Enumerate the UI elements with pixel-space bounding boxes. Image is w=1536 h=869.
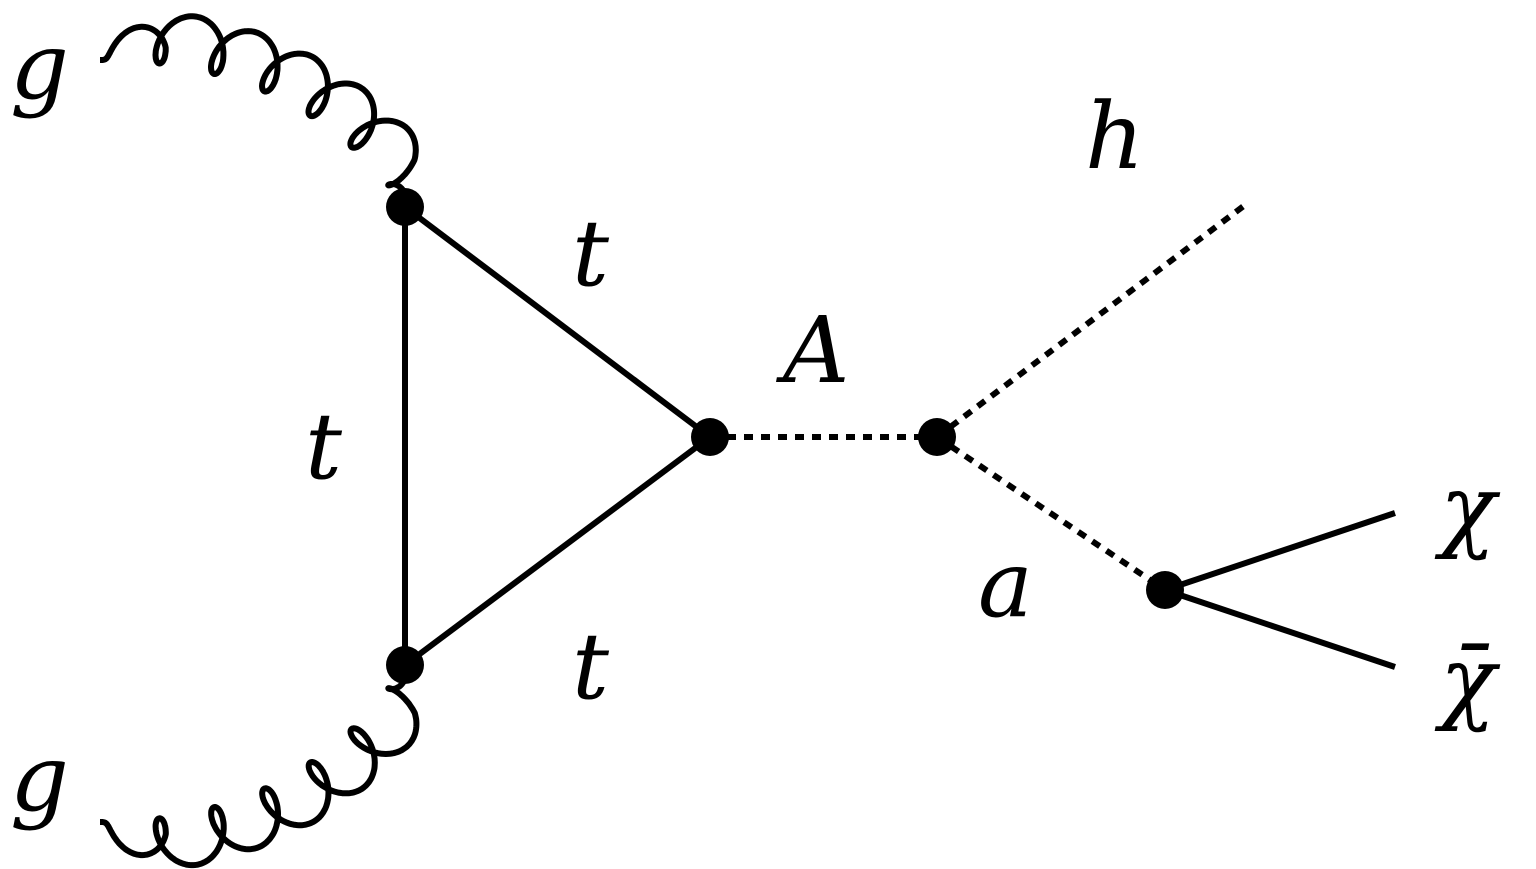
chibar-line xyxy=(1164,587,1396,670)
vertex-a-decay xyxy=(1146,571,1184,609)
label-A: A xyxy=(775,297,849,404)
label-top-upper: t xyxy=(572,200,610,307)
label-a: a xyxy=(978,531,1033,638)
chi-line xyxy=(1164,510,1396,593)
label-chi: χ xyxy=(1434,455,1501,562)
top-propagator-upper xyxy=(403,204,712,440)
vertex-triangle xyxy=(691,418,729,456)
higgs-line xyxy=(935,202,1247,440)
label-h: h xyxy=(1085,83,1144,190)
label-chibar: χ̄ xyxy=(1434,627,1501,734)
vertex-top xyxy=(386,188,424,226)
label-gluon-top: g xyxy=(10,13,69,120)
gluon-line-bottom xyxy=(97,662,420,869)
gluon-line-top xyxy=(97,13,419,210)
a-boson-line xyxy=(935,434,1167,593)
label-top-lower: t xyxy=(572,613,610,720)
label-top-left: t xyxy=(305,393,343,500)
vertex-bottom xyxy=(386,646,424,684)
vertex-A-decay xyxy=(918,418,956,456)
top-propagator-lower xyxy=(403,434,712,668)
label-gluon-bottom: g xyxy=(10,725,69,832)
